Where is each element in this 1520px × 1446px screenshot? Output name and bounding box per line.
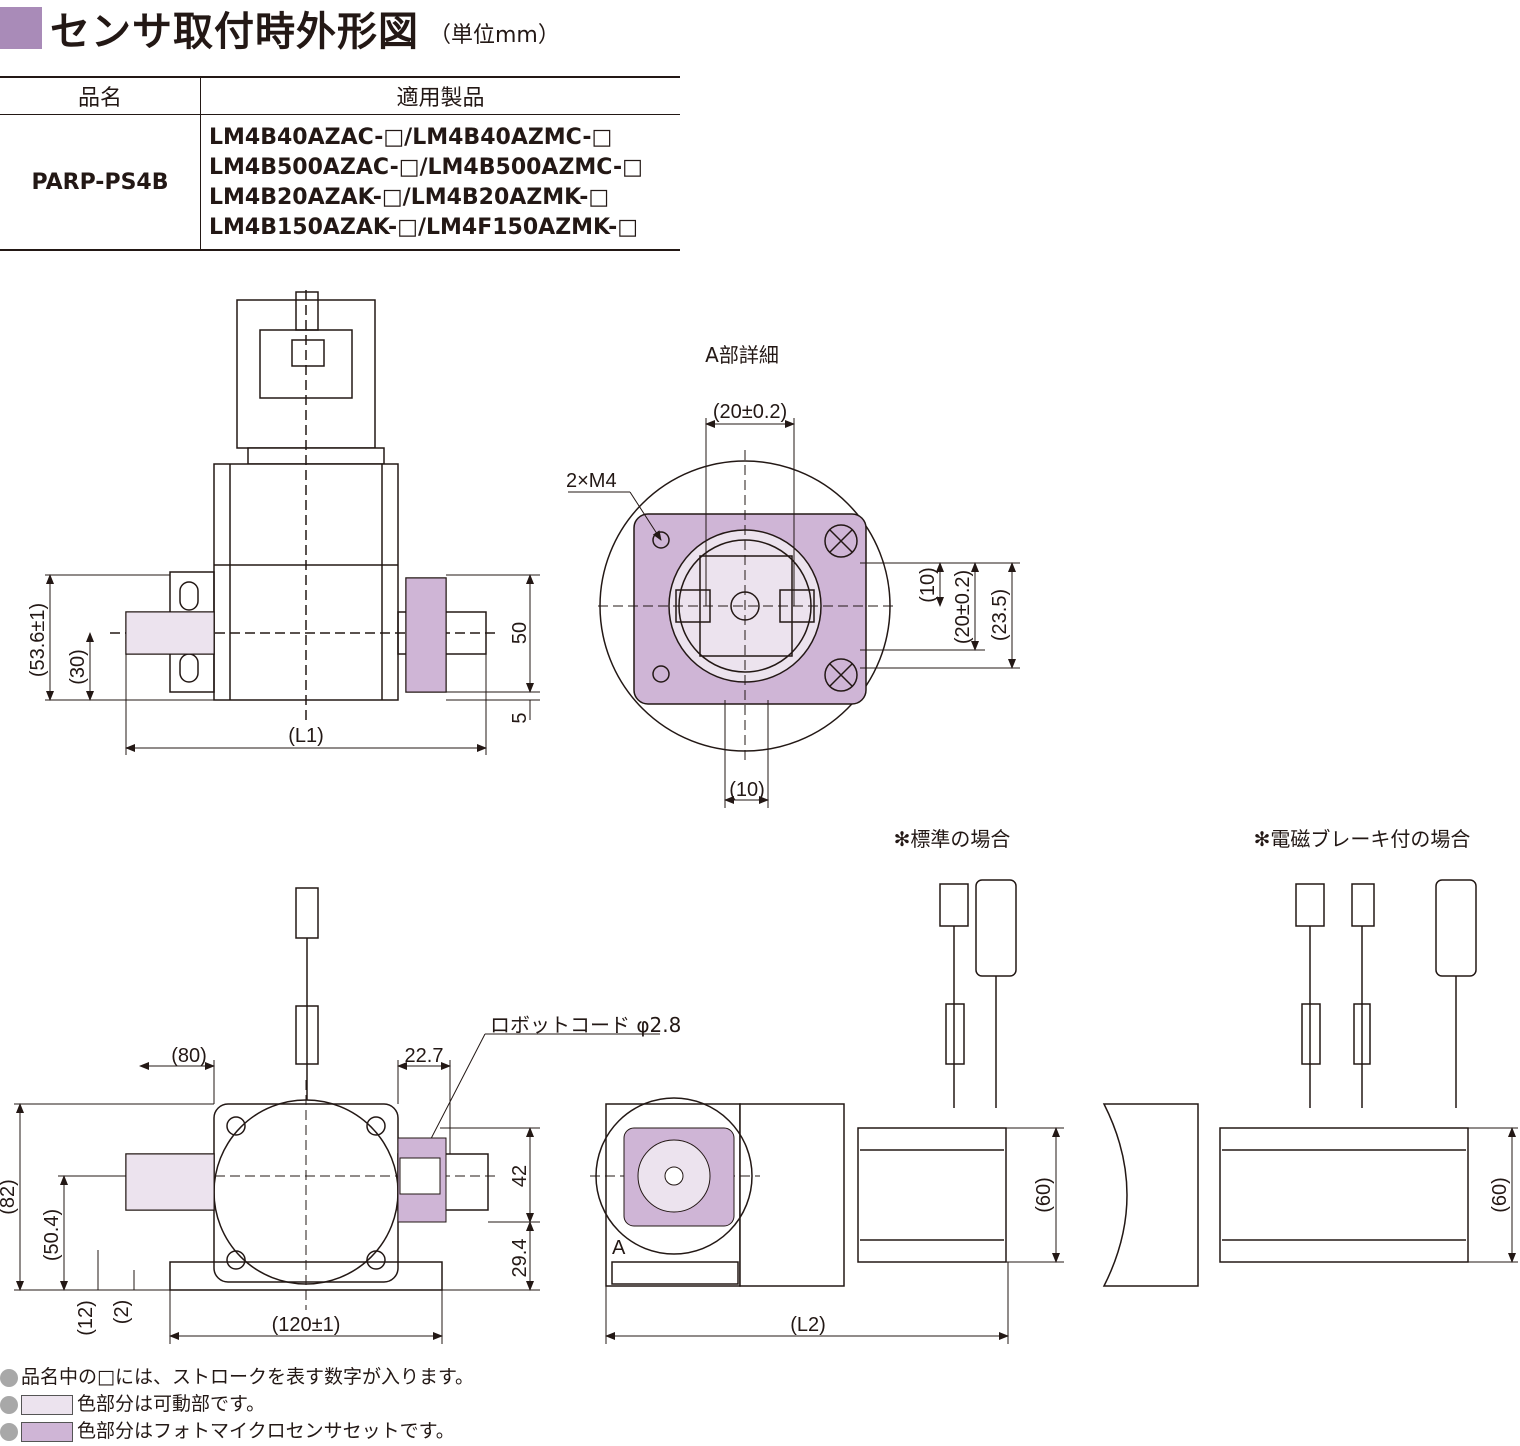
brake-sleeve-2 — [1353, 1003, 1371, 1065]
cord-label: ロボットコード φ2.8 — [490, 1013, 681, 1037]
brake-connector-1 — [1295, 883, 1325, 927]
standard-title: ✻標準の場合 — [894, 827, 1011, 851]
bolt-br — [366, 1250, 386, 1270]
note-3-text: 色部分はフォトマイクロセンサセットです。 — [77, 1420, 455, 1442]
slot-bottom — [179, 653, 199, 683]
brake-motor — [1219, 1127, 1469, 1263]
dim-50-4: (50.4) — [41, 1209, 63, 1261]
connector-pins — [291, 339, 325, 367]
page-title: センサ取付時外形図 （単位mm） — [0, 0, 560, 56]
dim-det-10-b: (10) — [729, 779, 765, 801]
drawing-canvas: (53.6±1) (30) 50 5 (L1) A部詳細 — [0, 290, 1518, 1344]
product-item: LM4B500AZAC-□/LM4B500AZMC-□ — [209, 155, 643, 180]
movable-rail-fill — [125, 1153, 215, 1211]
front-view — [14, 887, 660, 1344]
bolt-tl — [226, 1116, 246, 1136]
title-marker — [0, 7, 42, 49]
brake-connector-2 — [1351, 883, 1375, 927]
dim-side-60: (60) — [1033, 1177, 1055, 1213]
cable-sleeve — [295, 1005, 319, 1065]
brake-sleeve-1 — [1301, 1003, 1321, 1065]
table-header-row: 品名 適用製品 — [0, 76, 680, 115]
detail-view — [568, 418, 1020, 808]
col-products-header: 適用製品 — [200, 76, 680, 115]
sensor-fill — [405, 577, 447, 693]
side-connector-1 — [939, 883, 969, 927]
col-name-header: 品名 — [0, 76, 201, 115]
side-gearhead-2 — [739, 1103, 845, 1287]
dim-12: (12) — [75, 1300, 97, 1336]
product-name-cell: PARP-PS4B — [0, 114, 201, 251]
product-table: 品名 適用製品 PARP-PS4B LM4B40AZAC-□/LM4B40AZM… — [0, 76, 680, 251]
product-item: LM4B150AZAK-□/LM4F150AZMK-□ — [209, 215, 639, 240]
dim-det-20-v: (20±0.2) — [952, 570, 974, 644]
title-unit: （単位mm） — [429, 23, 560, 48]
movable-shaft-fill — [125, 611, 215, 655]
note-2: 色部分は可動部です。 — [0, 1391, 474, 1418]
product-item: LM4B40AZAC-□/LM4B40AZMC-□ — [209, 125, 613, 150]
dim-80: (80) — [171, 1045, 207, 1067]
detail-title: A部詳細 — [705, 343, 779, 367]
dim-det-10-v: (10) — [917, 567, 939, 603]
dim-120: (120±1) — [272, 1314, 341, 1336]
dim-brake-60: (60) — [1489, 1177, 1511, 1213]
notes: 品名中の□には、ストロークを表す数字が入ります。 色部分は可動部です。 色部分は… — [0, 1364, 474, 1445]
bullet-icon — [0, 1395, 18, 1414]
note-3: 色部分はフォトマイクロセンサセットです。 — [0, 1418, 474, 1445]
screw-bottom — [824, 658, 858, 692]
bullet-icon — [0, 1368, 18, 1387]
dim-det-20-h: (20±0.2) — [713, 401, 787, 423]
side-center-hole — [664, 1166, 684, 1186]
side-sleeve — [945, 1003, 965, 1065]
screw-top — [824, 524, 858, 558]
dim-det-23-5: (23.5) — [989, 589, 1011, 641]
top-view — [45, 290, 540, 755]
brake-gearhead — [1102, 1103, 1199, 1287]
side-base — [611, 1261, 739, 1285]
side-connector-2 — [975, 879, 1017, 977]
side-motor — [857, 1127, 1007, 1263]
dim-5: 5 — [509, 712, 531, 723]
side-view — [590, 879, 1064, 1344]
dim-42: 42 — [509, 1165, 531, 1187]
note-2-text: 色部分は可動部です。 — [77, 1393, 266, 1415]
dim-30: (30) — [67, 649, 89, 685]
dim-50: 50 — [509, 622, 531, 644]
dim-53-6: (53.6±1) — [27, 603, 49, 677]
slot-top — [179, 581, 199, 611]
view-mark-a: A — [612, 1237, 626, 1259]
title-text: センサ取付時外形図 — [50, 9, 419, 55]
bullet-icon — [0, 1422, 18, 1441]
dim-L1: (L1) — [288, 725, 324, 747]
center-block — [699, 555, 793, 657]
note-1: 品名中の□には、ストロークを表す数字が入ります。 — [0, 1364, 474, 1391]
product-list-cell: LM4B40AZAC-□/LM4B40AZMC-□ LM4B500AZAC-□/… — [200, 114, 680, 251]
sensor-connector — [399, 1157, 441, 1195]
m4-hole-bottom — [652, 665, 670, 683]
dim-2xM4: 2×M4 — [566, 470, 617, 492]
brake-view — [1102, 879, 1518, 1287]
bolt-tr — [366, 1116, 386, 1136]
sensor-swatch — [21, 1421, 73, 1442]
bolt-bl — [226, 1250, 246, 1270]
dim-2: (2) — [111, 1300, 133, 1324]
note-1-text: 品名中の□には、ストロークを表す数字が入ります。 — [21, 1366, 475, 1388]
dim-82: (82) — [0, 1179, 19, 1215]
brake-connector-3 — [1435, 879, 1477, 977]
motor-flange — [247, 447, 385, 465]
dim-22-7: 22.7 — [405, 1045, 444, 1067]
table-row: PARP-PS4B LM4B40AZAC-□/LM4B40AZMC-□ LM4B… — [0, 114, 680, 251]
cable-connector — [295, 887, 319, 939]
movable-swatch — [21, 1394, 73, 1415]
product-item: LM4B20AZAK-□/LM4B20AZMK-□ — [209, 185, 610, 210]
connector-plug — [295, 291, 319, 331]
brake-title: ✻電磁ブレーキ付の場合 — [1254, 827, 1471, 851]
dim-29-4: 29.4 — [509, 1239, 531, 1278]
dim-L2: (L2) — [790, 1314, 826, 1336]
